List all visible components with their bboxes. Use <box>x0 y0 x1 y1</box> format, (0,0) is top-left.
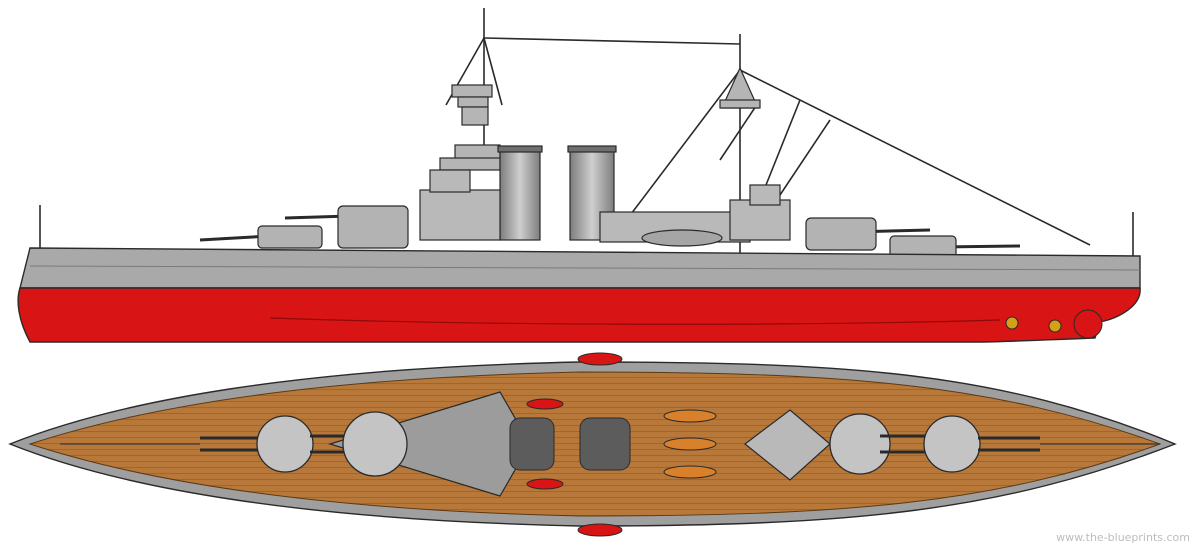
boat <box>577 352 623 366</box>
rudder <box>1073 309 1103 339</box>
watermark: www.the-blueprints.com <box>1056 531 1190 544</box>
funnel-top <box>579 417 631 471</box>
turrets-side <box>199 205 1021 259</box>
turrets-top <box>200 411 1040 477</box>
mainmast-top <box>719 66 761 109</box>
hull-lower-red <box>17 287 1141 343</box>
top-plan-view <box>8 352 1177 537</box>
funnel-top <box>509 417 555 471</box>
boat <box>577 523 623 537</box>
boats-amidships <box>526 398 717 490</box>
superstructure <box>419 169 791 247</box>
funnels <box>497 145 617 241</box>
side-profile-view <box>17 8 1141 343</box>
propeller <box>1048 319 1062 333</box>
foremast-top <box>439 84 501 171</box>
propeller <box>1005 316 1019 330</box>
